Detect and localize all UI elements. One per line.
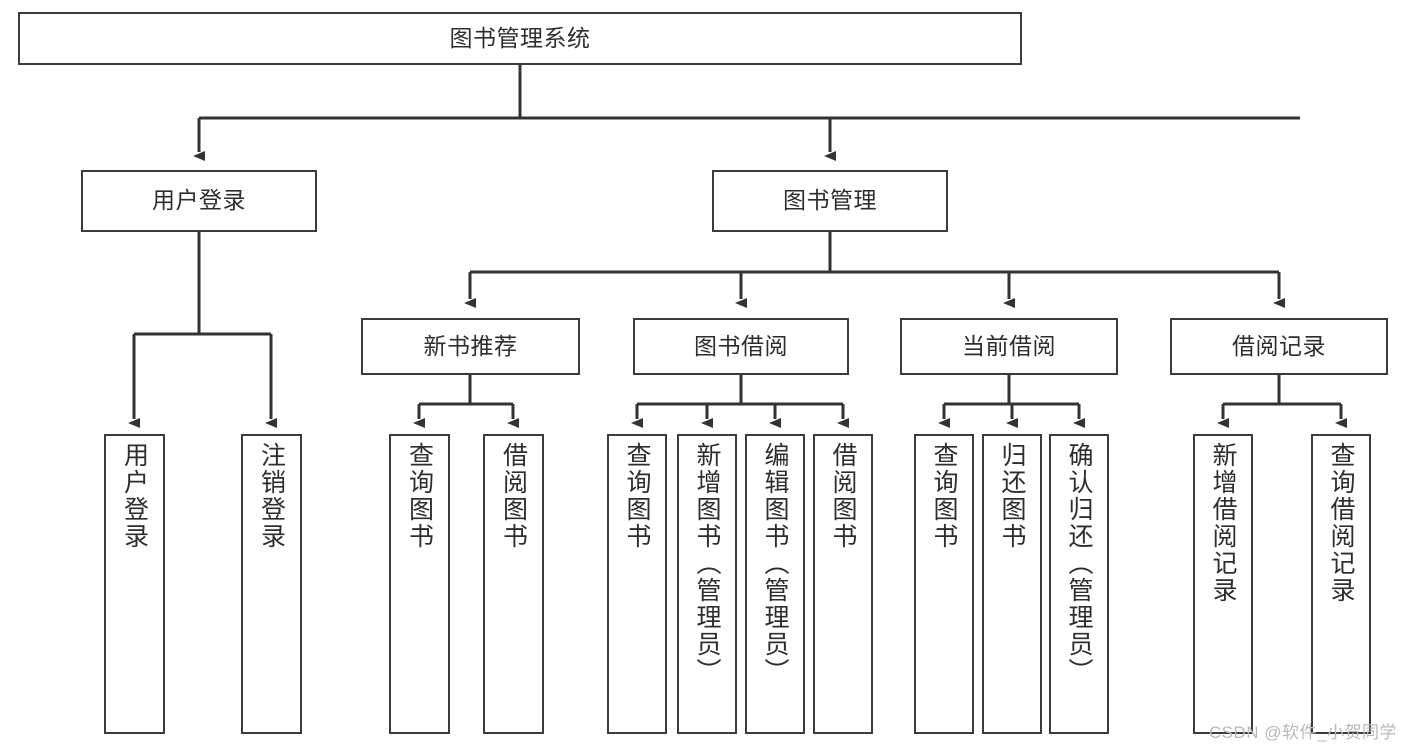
csdn-watermark: CSDN @软件_小贺同学 bbox=[1208, 723, 1397, 742]
node-leaf-query-book-3[interactable]: 查询图书 bbox=[914, 434, 974, 734]
node-root-label: 图书管理系统 bbox=[449, 24, 591, 51]
node-current-borrow-label: 当前借阅 bbox=[962, 332, 1056, 359]
node-book-borrow-label: 图书借阅 bbox=[694, 332, 788, 359]
node-borrow-record[interactable]: 借阅记录 bbox=[1170, 318, 1388, 375]
node-leaf-confirm-return[interactable]: 确认归还（管理员） bbox=[1049, 434, 1109, 734]
node-leaf-edit-book[interactable]: 编辑图书（管理员） bbox=[745, 434, 805, 734]
node-leaf-user-login[interactable]: 用户登录 bbox=[104, 434, 165, 734]
node-leaf-borrow-book-2[interactable]: 借阅图书 bbox=[813, 434, 873, 734]
node-leaf-query-book-2-label: 查询图书 bbox=[623, 442, 651, 550]
node-leaf-return-book[interactable]: 归还图书 bbox=[982, 434, 1042, 734]
node-leaf-query-book-3-label: 查询图书 bbox=[930, 442, 958, 550]
node-leaf-query-book-1[interactable]: 查询图书 bbox=[389, 434, 450, 734]
node-leaf-add-record-label: 新增借阅记录 bbox=[1209, 442, 1237, 604]
node-leaf-query-record[interactable]: 查询借阅记录 bbox=[1311, 434, 1371, 734]
node-leaf-add-book[interactable]: 新增图书（管理员） bbox=[677, 434, 737, 734]
node-leaf-return-book-label: 归还图书 bbox=[998, 442, 1026, 550]
node-user-login-label: 用户登录 bbox=[152, 187, 246, 214]
node-leaf-query-book-1-label: 查询图书 bbox=[405, 442, 434, 550]
node-root[interactable]: 图书管理系统 bbox=[18, 12, 1022, 65]
node-leaf-query-book-2[interactable]: 查询图书 bbox=[607, 434, 667, 734]
node-leaf-borrow-book-1[interactable]: 借阅图书 bbox=[483, 434, 544, 734]
node-book-manage[interactable]: 图书管理 bbox=[712, 170, 948, 232]
node-leaf-edit-book-label: 编辑图书（管理员） bbox=[761, 442, 789, 685]
node-leaf-add-book-label: 新增图书（管理员） bbox=[693, 442, 721, 685]
node-leaf-logout-login[interactable]: 注销登录 bbox=[241, 434, 302, 734]
node-user-login[interactable]: 用户登录 bbox=[81, 170, 317, 232]
node-current-borrow[interactable]: 当前借阅 bbox=[900, 318, 1118, 375]
node-leaf-borrow-book-1-label: 借阅图书 bbox=[499, 442, 528, 550]
node-book-manage-label: 图书管理 bbox=[783, 187, 877, 214]
node-borrow-record-label: 借阅记录 bbox=[1232, 332, 1326, 359]
node-leaf-add-record[interactable]: 新增借阅记录 bbox=[1193, 434, 1253, 734]
node-new-book-rec-label: 新书推荐 bbox=[423, 332, 518, 359]
node-leaf-query-record-label: 查询借阅记录 bbox=[1327, 442, 1355, 604]
node-book-borrow[interactable]: 图书借阅 bbox=[633, 318, 849, 375]
node-leaf-logout-login-label: 注销登录 bbox=[257, 442, 286, 550]
node-leaf-user-login-label: 用户登录 bbox=[120, 442, 149, 550]
node-new-book-rec[interactable]: 新书推荐 bbox=[361, 318, 580, 375]
node-leaf-borrow-book-2-label: 借阅图书 bbox=[829, 442, 857, 550]
node-leaf-confirm-return-label: 确认归还（管理员） bbox=[1065, 442, 1093, 685]
